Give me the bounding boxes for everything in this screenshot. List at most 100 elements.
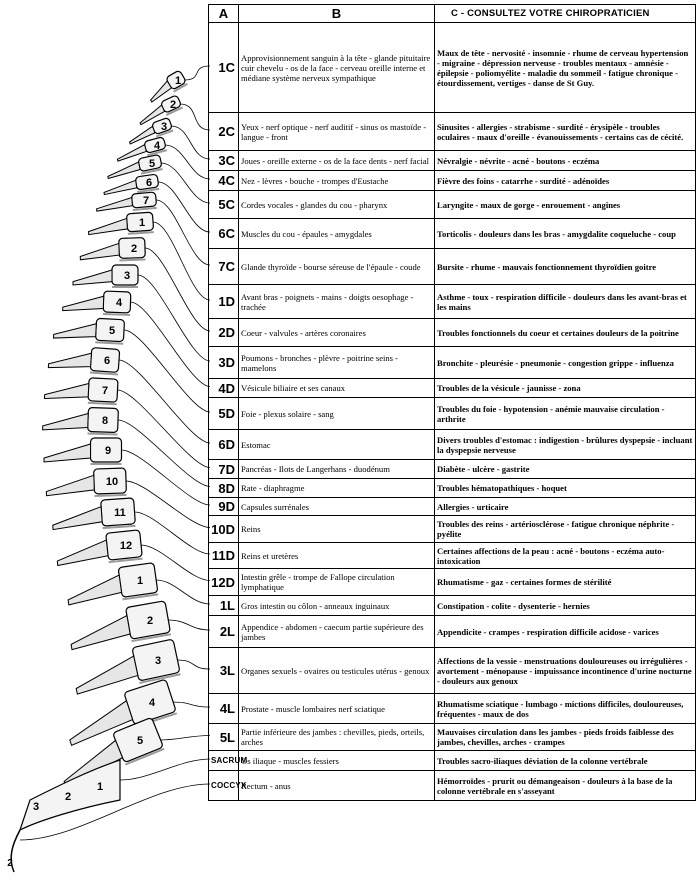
cervical-vertebra [103, 173, 160, 196]
dorsal-vertebra-label: 2 [131, 243, 137, 255]
leader-line [152, 221, 210, 301]
level-cell: 10D [208, 515, 239, 543]
spinous-process [45, 474, 95, 497]
header-row: A B C - CONSULTEZ VOTRE CHIROPRATICIEN [208, 4, 696, 23]
leader-line [157, 181, 210, 233]
cervical-vertebra [128, 117, 174, 145]
dorsal-vertebra [52, 497, 136, 531]
area-cell: Nez - lèvres - bouche - trompes d'Eustac… [238, 170, 435, 191]
level-cell: 7C [208, 248, 239, 285]
effects-cell: Troubles du foie - hypotension - anémie … [434, 397, 696, 430]
level-cell: 2D [208, 318, 239, 347]
area-cell: Coeur - valvules - artères coronaires [238, 318, 435, 347]
leader-line [170, 125, 210, 160]
lumbar-vertebra [63, 717, 165, 787]
dorsal-vertebra-label: 4 [116, 297, 123, 309]
effects-cell: Laryngite - maux de gorge - enrouement -… [434, 190, 696, 219]
area-cell: Intestin grêle - trompe de Fallope circu… [238, 568, 435, 596]
leader-line-coccyx [19, 783, 210, 841]
spinous-process [62, 295, 105, 312]
level-cell: 3D [208, 346, 239, 379]
leader-line [134, 511, 210, 555]
effects-cell: Troubles hématopathiques - hoquet [434, 478, 696, 498]
area-cell: Approvisionnement sanguin à la tête - gl… [238, 22, 435, 113]
leader-line [140, 544, 210, 581]
leader-line [137, 274, 210, 362]
effects-cell: Diabète - ulcère - gastrite [434, 459, 696, 479]
sacrum-shape [18, 759, 121, 832]
spinous-process [70, 614, 131, 651]
spinous-process [52, 323, 97, 339]
dorsal-vertebra-label: 6 [104, 355, 110, 367]
header-b: B [238, 4, 435, 23]
sacrum-label: 2 [65, 791, 71, 803]
level-cell: 3C [208, 150, 239, 171]
leader-line [118, 359, 210, 444]
effects-cell: Certaines affections de la peau : acné -… [434, 542, 696, 569]
leader-line [125, 480, 210, 528]
effects-cell: Divers troubles d'estomac : indigestion … [434, 429, 696, 460]
disc [132, 206, 157, 212]
disc [119, 258, 146, 262]
leader-line [155, 579, 210, 605]
level-cell: 11D [208, 542, 239, 569]
dorsal-vertebra [52, 317, 125, 345]
disc [87, 432, 118, 436]
disc [94, 493, 127, 498]
disc [165, 106, 183, 116]
leader-line [167, 619, 210, 631]
level-cell: 5L [208, 723, 239, 751]
disc [147, 149, 167, 157]
cervical-vertebra [107, 154, 163, 180]
dorsal-vertebra-label: 10 [106, 476, 118, 488]
disc [95, 341, 124, 345]
area-cell: Muscles du cou - épaules - amygdales [238, 218, 435, 249]
effects-cell: Bronchite - pleurésie - pneumonie - cong… [434, 346, 696, 379]
area-cell: Capsules surrénales [238, 497, 435, 516]
disc [102, 524, 136, 530]
dorsal-vertebra-label: 7 [102, 385, 108, 397]
lumbar-vertebra [67, 562, 159, 606]
effects-cell: Mauvaises circulation dans les jambes - … [434, 723, 696, 751]
effects-cell: Affections de la vessie - menstruations … [434, 647, 696, 694]
leader-line [117, 389, 210, 468]
area-cell: Reins et uretères [238, 542, 435, 569]
area-cell: Poumons - bronches - plèvre - poitrine s… [238, 346, 435, 379]
effects-cell: Fièvre des foins - catarrhe - surdité - … [434, 170, 696, 191]
spinous-process [52, 505, 103, 531]
area-cell: Pancréas - Ilots de Langerhans - duodénu… [238, 459, 435, 479]
effects-cell: Rhumatisme sciatique - lumbago - miction… [434, 693, 696, 724]
effects-cell: Torticolis - douleurs dans les bras - am… [434, 218, 696, 249]
lumbar-vertebra-label: 2 [147, 615, 153, 627]
dorsal-vertebra [79, 237, 146, 262]
spinous-process [116, 143, 147, 162]
effects-cell: Rhumatisme - gaz - certaines formes de s… [434, 568, 696, 596]
coccyx-shape [10, 829, 21, 873]
header-c: C - CONSULTEZ VOTRE CHIROPRATICIEN [434, 4, 696, 23]
leader-line [171, 701, 210, 708]
leader-line [130, 301, 210, 387]
effects-cell: Troubles de la vésicule - jaunisse - zon… [434, 378, 696, 398]
lumbar-vertebra [75, 639, 181, 695]
effects-cell: Allergies - urticaire [434, 497, 696, 516]
spine-chart-table: A B C - CONSULTEZ VOTRE CHIROPRATICIEN 1… [208, 4, 696, 801]
disc [103, 313, 131, 316]
level-cell: 8D [208, 478, 239, 498]
dorsal-vertebra-label: 9 [105, 445, 111, 457]
spinous-process [79, 242, 120, 261]
leader-line [123, 329, 210, 413]
cervical-vertebra-label: 4 [154, 140, 161, 152]
cervical-vertebra [116, 136, 167, 162]
